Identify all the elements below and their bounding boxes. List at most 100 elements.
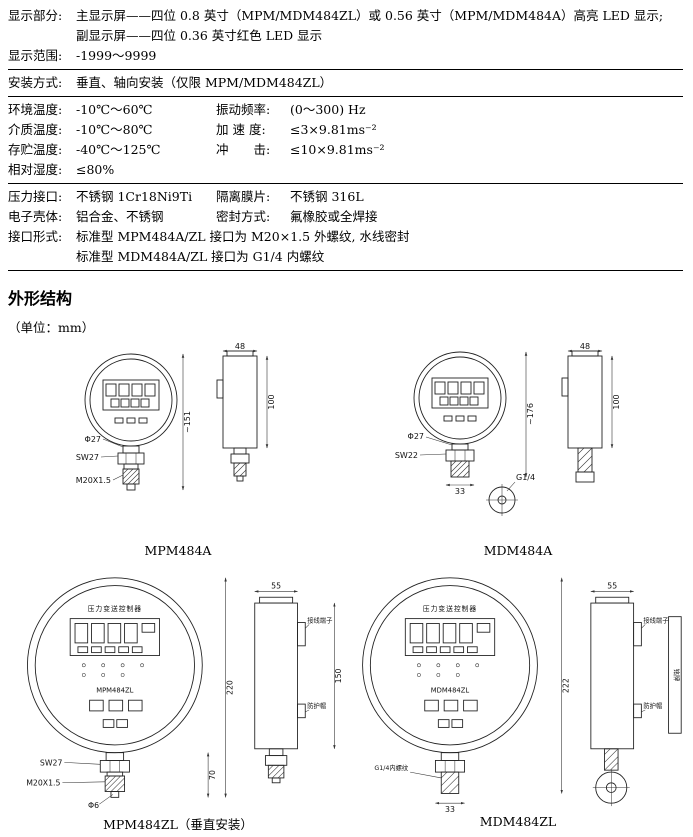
leader [100,455,119,458]
spec-row-port-type: 接口形式: 标准型 MPM484A/ZL 接口为 M20×1.5 外螺纹, 水线… [8,227,683,247]
spec-row-display-part: 显示部分: 主显示屏——四位 0.8 英寸（MPM/MDM484ZL）或 0.5… [8,6,683,26]
spec-row-pressure-port: 压力接口: 不锈钢 1Cr18Ni9Ti 隔离膜片: 不锈钢 316L [8,187,683,207]
spec-value: 标准型 MDM484A/ZL 接口为 G1/4 内螺纹 [76,249,325,264]
spec-label: 显示范围: [8,48,63,63]
spec-value: (0～300) Hz [290,102,366,117]
hex-label: SW27 [76,453,99,462]
mpm484zl-side-view [254,596,306,784]
leader [64,762,101,765]
leader [419,453,447,456]
spec-label [8,26,76,46]
spec-value: 铝合金、不锈钢 [76,209,164,224]
thread-label: M20X1.5 [26,779,60,788]
drawing-cell-mpm484zl: 压力变送控制器 MPM484ZL 70 [8,568,348,833]
depth-label: 55 [271,582,281,591]
leader [62,781,106,784]
mpm484a-side-view [216,350,258,482]
spec-label: 隔离膜片: [216,189,271,204]
side-height-label: 150 [334,668,343,683]
leader [641,709,646,713]
leader [112,474,124,481]
hex-label: SW22 [395,451,418,460]
divider [8,183,683,184]
face-model: MDM484ZL [431,686,470,694]
spec-label: 压力接口: [8,189,63,204]
section-heading: 外形结构 [8,289,73,308]
leader [425,436,453,446]
spec-label: 振动频率: [216,102,271,117]
spec-label: 介质温度: [8,122,63,137]
spec-label: 加 速 度: [216,122,266,137]
nameplate-strip [668,616,682,734]
spec-value: ≤10×9.81ms⁻² [290,142,385,157]
spec-label [8,247,76,267]
spec-row-housing: 电子壳体: 铝合金、不锈钢 密封方式: 氟橡胶或全焊接 [8,207,683,227]
spec-value: 不锈钢 316L [290,189,364,204]
spec-value: -10℃～60℃ [76,102,153,117]
spec-label: 存贮温度: [8,142,63,157]
spec-row-medium-temp: 介质温度: -10℃～80℃ 加 速 度: ≤3×9.81ms⁻² [8,120,683,140]
nameplate-label: 铭牌 [672,669,681,682]
thread-label: M20X1.5 [76,476,111,485]
stem-height-label: 70 [208,770,217,780]
leader [410,771,442,779]
divider [8,69,683,70]
depth-label: 48 [580,342,590,351]
caption-mpm484zl: MPM484ZL（垂直安装） [103,817,253,832]
mdm484zl-side-view [590,596,642,807]
spec-value: -40℃～125℃ [76,142,161,157]
mpm484zl-front-view [26,577,203,798]
spec-label: 电子壳体: [8,209,63,224]
overall-height-label: 220 [225,680,234,695]
g14-fitting-view [486,484,518,516]
hex-label: SW27 [40,758,63,767]
mdm484a-drawing: ~176 48 100 33 Φ27 SW22 G1/4 [395,342,621,516]
caption-mpm484a: MPM484A [144,543,212,558]
spec-value: -10℃～80℃ [76,122,153,137]
tube-hatch [604,748,619,771]
port-label: G1/4内螺纹 [374,763,409,772]
outline-drawings: ~151 48 100 Φ27 SW27 M20X1.5 MPM484A [8,338,683,833]
spec-row-mounting: 安装方式: 垂直、轴向安装（仅限 MPM/MDM484ZL） [8,73,683,93]
spec-value: 主显示屏——四位 0.8 英寸（MPM/MDM484ZL）或 0.56 英寸（M… [76,8,664,23]
drawing-cell-mdm484zl: 压力变送控制器 MDM484ZL [348,568,688,833]
spec-label: 安装方式: [8,75,63,90]
mpm484a-front-view [84,353,178,491]
spec-row-display-part-2: 副显示屏——四位 0.36 英寸红色 LED 显示 [8,26,683,46]
face-title: 压力变送控制器 [88,604,142,613]
mpm484zl-drawing: 压力变送控制器 MPM484ZL 70 [26,577,343,810]
spec-value: 氟橡胶或全焊接 [290,209,378,224]
tube-hatch [577,447,593,473]
mpm484a-drawing: ~151 48 100 Φ27 SW27 M20X1.5 [76,342,276,491]
neck-dia-label: Φ27 [85,435,101,444]
spec-label: 冲 击: [216,142,271,157]
mdm484a-side-view [561,350,603,483]
across-label: 33 [445,805,455,814]
leader [102,438,124,448]
spec-table: 显示部分: 主显示屏——四位 0.8 英寸（MPM/MDM484ZL）或 0.5… [8,6,683,271]
spec-value: -1999～9999 [76,48,157,63]
drawing-cell-mpm484a: ~151 48 100 Φ27 SW27 M20X1.5 MPM484A [53,342,303,558]
overall-height-label: ~176 [526,403,535,425]
spec-row-storage-temp: 存贮温度: -40℃～125℃ 冲 击: ≤10×9.81ms⁻² [8,140,683,160]
face-model: MPM484ZL [96,686,133,694]
mdm484zl-drawing: 压力变送控制器 MDM484ZL [362,577,682,814]
spec-label: 接口形式: [8,229,63,244]
across-label: 33 [455,487,465,496]
cap-label: 防护帽 [307,701,326,710]
body-height-label: 100 [267,394,276,409]
port-label: G1/4 [516,473,535,482]
cap-label: 防护帽 [643,701,662,710]
overall-height-label: 222 [562,678,571,693]
overall-height-label: ~151 [183,411,192,433]
spec-value: 不锈钢 1Cr18Ni9Ti [76,189,193,204]
neck-dia-label: Φ27 [408,432,424,441]
port-hatch [450,460,470,478]
leader [99,794,114,805]
thread-hatch [122,468,140,485]
leader [506,481,516,492]
spec-value: 标准型 MPM484A/ZL 接口为 M20×1.5 外螺纹, 水线密封 [76,229,410,244]
spec-label: 密封方式: [216,209,271,224]
mdm484a-front-view [413,351,507,478]
